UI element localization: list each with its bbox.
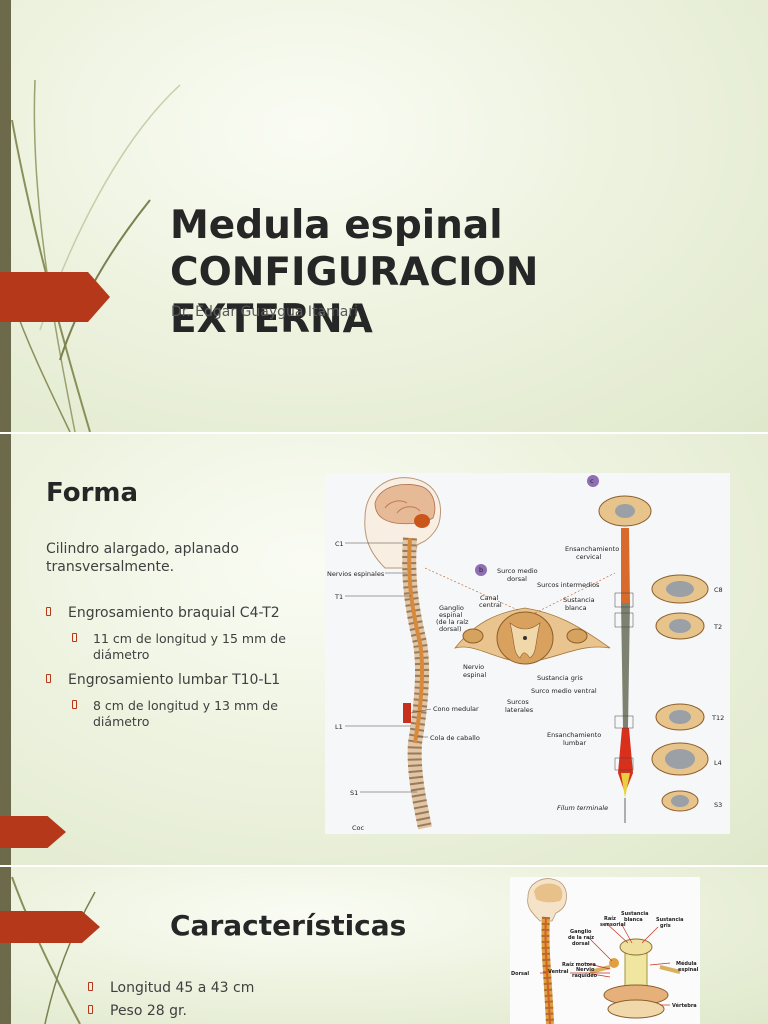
cross-section-s3 bbox=[662, 791, 698, 811]
fig-label: T12 bbox=[711, 714, 724, 722]
fig-label: Coc bbox=[352, 824, 365, 832]
slide-left-bar bbox=[0, 434, 11, 865]
list-item: Longitud 45 a 43 cm bbox=[88, 979, 388, 998]
slide-title: Medula espinal CONFIGURACION EXTERNA Dr.… bbox=[0, 0, 768, 432]
fig-label: Sustancia gris bbox=[537, 674, 583, 682]
fig-label: raquídeo bbox=[572, 972, 598, 979]
fig-label: L1 bbox=[335, 723, 343, 731]
fig-label: Dorsal bbox=[511, 971, 529, 977]
bullet-text: 8 cm de longitud y 13 mm de diámetro bbox=[93, 698, 278, 729]
cross-section-t12 bbox=[656, 704, 704, 730]
fig-label: Sustancia bbox=[563, 596, 595, 604]
fig-label: Ventral bbox=[548, 969, 569, 975]
fig-label: lumbar bbox=[563, 739, 586, 747]
nerve-illustration: Sustancia blanca Raíz sensorial Sustanci… bbox=[510, 877, 700, 1024]
fig-label: Ensanchamiento bbox=[547, 731, 601, 739]
bullet-icon bbox=[72, 700, 77, 709]
list-item: Peso 28 gr. bbox=[88, 1002, 388, 1021]
fig-label: espinal bbox=[463, 671, 486, 679]
bullet-text: Engrosamiento braquial C4-T2 bbox=[68, 605, 280, 621]
fig-label: Cono medular bbox=[433, 705, 479, 713]
bullet-list: Engrosamiento braquial C4-T2 11 cm de lo… bbox=[46, 604, 321, 738]
fig-label: C1 bbox=[335, 540, 344, 548]
fig-label: L4 bbox=[714, 759, 722, 767]
fig-label: Nervio bbox=[463, 663, 484, 671]
fig-label: blanca bbox=[624, 917, 643, 923]
fig-label: c bbox=[590, 477, 594, 485]
fig-label: Surcos bbox=[507, 698, 529, 706]
title-line-2: CONFIGURACION EXTERNA bbox=[170, 250, 538, 342]
fig-label: gris bbox=[660, 923, 671, 929]
list-subitem: 11 cm de longitud y 15 mm de diámetro bbox=[46, 631, 321, 663]
fig-label: Surcos intermedios bbox=[537, 581, 600, 589]
fig-label: Médula bbox=[676, 960, 697, 967]
cross-section-c8 bbox=[652, 575, 708, 603]
slide-forma: Forma Cilindro alargado, aplanado transv… bbox=[0, 434, 768, 865]
fig-label: T1 bbox=[334, 593, 343, 601]
slide-heading: Características bbox=[170, 909, 406, 942]
spinal-nerve-figure: Sustancia blanca Raíz sensorial Sustanci… bbox=[510, 877, 700, 1024]
fig-label: espinal bbox=[678, 967, 699, 973]
bullet-text: Longitud 45 a 43 cm bbox=[110, 980, 254, 996]
spinal-cord-anatomy-figure: C1 Nervios espinales T1 L1 S1 Coc Cono m… bbox=[325, 473, 730, 834]
slide-heading: Forma bbox=[46, 478, 138, 508]
fig-label: Ensanchamiento bbox=[565, 545, 619, 553]
fig-label: b bbox=[479, 566, 483, 574]
fig-label: laterales bbox=[505, 706, 534, 714]
bullet-icon bbox=[88, 982, 93, 991]
fig-label: dorsal bbox=[507, 575, 527, 583]
cross-section-l4 bbox=[652, 743, 708, 775]
bullet-text: Engrosamiento lumbar T10-L1 bbox=[68, 672, 280, 688]
bullet-icon bbox=[46, 607, 51, 616]
fig-label: central bbox=[479, 601, 502, 609]
fig-label: S3 bbox=[714, 801, 722, 809]
accent-arrow bbox=[0, 272, 110, 322]
fig-label: Raíz bbox=[604, 915, 616, 922]
fig-label: Vértebra bbox=[672, 1002, 697, 1009]
fig-label: blanca bbox=[565, 604, 587, 612]
list-item: Engrosamiento braquial C4-T2 bbox=[46, 604, 321, 623]
fig-label: S1 bbox=[350, 789, 358, 797]
fig-label: Surco medio bbox=[497, 567, 538, 575]
fig-label: C8 bbox=[714, 586, 723, 594]
fig-label: sensorial bbox=[600, 922, 626, 928]
bullet-list: Longitud 45 a 43 cm Peso 28 gr. bbox=[88, 979, 388, 1024]
fig-label: Cola de caballo bbox=[430, 734, 480, 742]
cross-section-t2 bbox=[656, 613, 704, 639]
fig-label: Surco medio ventral bbox=[531, 687, 597, 695]
slide-caracteristicas: Características Longitud 45 a 43 cm Peso… bbox=[0, 867, 768, 1024]
fig-label: Nervios espinales bbox=[327, 570, 385, 578]
fig-label: T2 bbox=[713, 623, 722, 631]
bullet-icon bbox=[88, 1005, 93, 1014]
slide-title-heading: Medula espinal CONFIGURACION EXTERNA bbox=[170, 202, 750, 343]
title-line-1: Medula espinal bbox=[170, 203, 503, 248]
fig-label: Filum terminale bbox=[557, 804, 608, 812]
fig-label: dorsal) bbox=[439, 625, 462, 633]
fig-label: cervical bbox=[576, 553, 601, 561]
accent-arrow bbox=[0, 816, 66, 848]
author-subtitle: Dr. Edgar Guaygua Itamari bbox=[171, 304, 358, 320]
bullet-icon bbox=[72, 633, 77, 642]
anatomy-illustration: C1 Nervios espinales T1 L1 S1 Coc Cono m… bbox=[325, 473, 730, 834]
fig-label: de la raíz bbox=[568, 934, 594, 941]
bullet-text: Peso 28 gr. bbox=[110, 1003, 187, 1019]
fig-label: dorsal bbox=[572, 941, 590, 947]
list-subitem: 8 cm de longitud y 13 mm de diámetro bbox=[46, 698, 321, 730]
bullet-text: 11 cm de longitud y 15 mm de diámetro bbox=[93, 631, 286, 662]
accent-arrow bbox=[0, 911, 100, 943]
bullet-icon bbox=[46, 674, 51, 683]
shape-description: Cilindro alargado, aplanado transversalm… bbox=[46, 540, 316, 576]
list-item: Engrosamiento lumbar T10-L1 bbox=[46, 671, 321, 690]
